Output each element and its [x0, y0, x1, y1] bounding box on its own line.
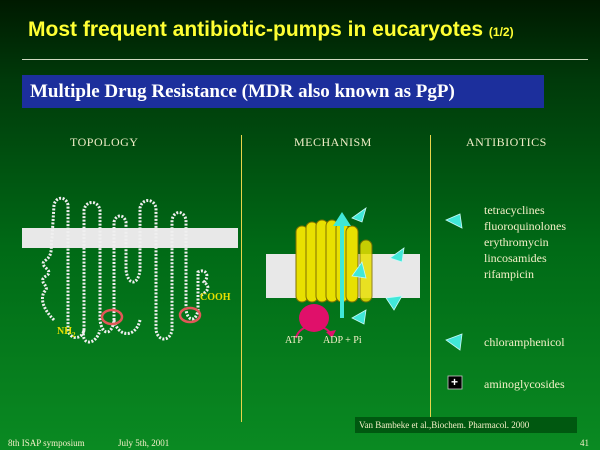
triangle-drug-icon	[445, 213, 463, 229]
drug-triangle	[351, 261, 367, 279]
drug-triangle	[385, 295, 403, 311]
atp-arrow-head	[326, 330, 336, 338]
triangle-drug-icon	[445, 333, 463, 351]
nucleotide-binding-domain	[299, 304, 329, 332]
column-divider-left	[241, 135, 242, 422]
nh2-label: NH2	[57, 326, 76, 339]
slide-number: 41	[580, 438, 589, 448]
column-header-antibiotics: ANTIBIOTICS	[466, 135, 547, 149]
mdr-banner: Multiple Drug Resistance (MDR also known…	[22, 75, 544, 108]
atp-label: ATP	[285, 335, 303, 346]
slide-title: Most frequent antibiotic-pumps in eucary…	[28, 18, 514, 42]
antibiotic-tetracyclines: tetracyclines	[484, 203, 545, 217]
antibiotic-rifampicin: rifampicin	[484, 267, 534, 281]
title-rule	[22, 59, 588, 60]
column-header-mechanism: MECHANISM	[294, 135, 372, 149]
slide-title-part: (1/2)	[488, 25, 514, 39]
adp-pi-label: ADP + Pi	[323, 335, 362, 346]
nh2-label-sub: 2	[72, 331, 76, 339]
footer-date: July 5th, 2001	[118, 438, 170, 448]
drug-triangle	[351, 309, 367, 325]
column-header-topology: TOPOLOGY	[70, 135, 139, 149]
membrane-bilayer	[22, 228, 238, 248]
atp-binding-site-2	[178, 306, 202, 324]
efflux-arrow-head	[333, 212, 351, 226]
antibiotic-group-1: tetracyclines fluoroquinolones erythromy…	[484, 202, 566, 282]
column-divider-right	[430, 135, 431, 422]
atp-binding-site-1	[100, 308, 124, 326]
drug-triangle	[389, 247, 405, 263]
drug-molecules	[351, 207, 405, 325]
nh2-label-text: NH	[57, 326, 72, 337]
citation: Van Bambeke et al.,Biochem. Pharmacol. 2…	[355, 417, 577, 433]
plus-symbol: +	[451, 375, 459, 389]
transmembrane-chain	[40, 196, 210, 341]
antibiotic-aminoglycosides: aminoglycosides	[484, 377, 565, 391]
antibiotic-fluoroquinolones: fluoroquinolones	[484, 219, 566, 233]
antibiotic-erythromycin: erythromycin	[484, 235, 549, 249]
drug-triangle	[351, 207, 367, 223]
slide-title-text: Most frequent antibiotic-pumps in eucary…	[28, 18, 484, 41]
antibiotic-lincosamides: lincosamides	[484, 251, 547, 265]
footer-event: 8th ISAP symposium	[8, 438, 85, 448]
plus-drug-icon	[447, 375, 463, 390]
cooh-label: COOH	[200, 292, 231, 303]
antibiotic-chloramphenicol: chloramphenicol	[484, 335, 565, 349]
